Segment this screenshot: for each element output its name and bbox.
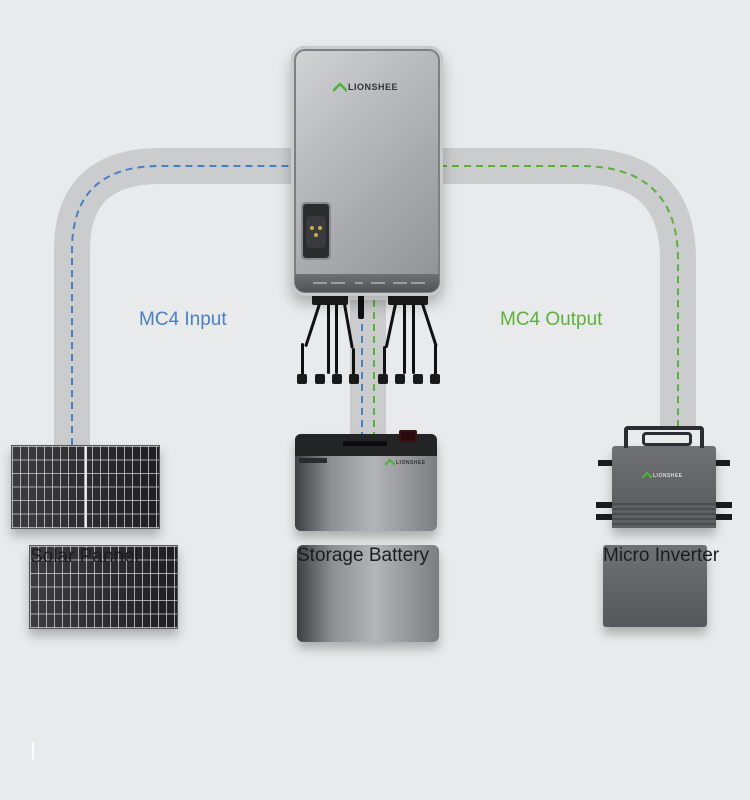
storage-battery-image: LIONSHEE (295, 430, 437, 531)
hub-brand-logo: LIONSHEE (333, 82, 398, 92)
hub-unit: LIONSHEE (291, 46, 443, 296)
mc4-connector (378, 374, 388, 384)
input-dashed-line (71, 165, 300, 445)
solar-panel-image (11, 445, 160, 529)
brand-roof-icon (333, 82, 347, 92)
brand-roof-icon (385, 459, 395, 466)
port-label (331, 282, 345, 284)
storage-battery-caption: Storage Battery (297, 545, 439, 642)
mc4-connector (332, 374, 342, 384)
decorative-mark (32, 742, 34, 760)
micro-brand-logo: LIONSHEE (642, 472, 683, 479)
cable (335, 304, 338, 374)
mc4-output-label: MC4 Output (500, 309, 603, 330)
output-path-band (440, 148, 696, 430)
hub-brand-text: LIONSHEE (348, 82, 399, 92)
battery-tag (299, 458, 327, 463)
dc-connector (716, 514, 732, 520)
mc4-connector (349, 374, 359, 384)
mc4-connector (430, 374, 440, 384)
mc4-connector (297, 374, 307, 384)
right-cable-block (388, 293, 428, 305)
cable (352, 348, 355, 376)
socket-pin (318, 226, 322, 230)
micro-inverter-caption: Micro Inverter (603, 545, 719, 627)
bracket-slot (642, 432, 692, 446)
cable (412, 304, 415, 374)
mounting-bracket (624, 426, 704, 448)
center-cable (358, 293, 364, 319)
output-dashed-line (440, 165, 679, 430)
dc-connector (596, 502, 612, 508)
cable (434, 343, 437, 376)
cable (383, 346, 386, 376)
ac-connector (716, 460, 730, 466)
cable (301, 343, 304, 376)
solar-panel-caption: Solar Pannel (29, 545, 178, 629)
hub-port-strip (295, 274, 439, 292)
battery-brand-text: LIONSHEE (396, 460, 426, 466)
input-path-band (54, 148, 300, 445)
battery-brand-logo: LIONSHEE (385, 459, 426, 466)
micro-inverter-image: LIONSHEE (596, 426, 732, 528)
socket-plug (306, 216, 326, 248)
battery-path-band (350, 300, 386, 435)
mc4-connector (315, 374, 325, 384)
cable (327, 304, 330, 374)
port-label (371, 282, 385, 284)
ac-connector (598, 460, 612, 466)
battery-socket (301, 202, 331, 260)
battery-handle-slot (343, 441, 387, 446)
panel-divider (85, 446, 87, 528)
brand-roof-icon (642, 472, 652, 479)
port-label (313, 282, 327, 284)
port-label (355, 282, 363, 284)
left-cable-block (312, 293, 348, 305)
port-label (411, 282, 425, 284)
mc4-input-label: MC4 Input (139, 309, 227, 330)
mc4-connector (395, 374, 405, 384)
socket-pin (310, 226, 314, 230)
micro-brand-text: LIONSHEE (653, 473, 683, 479)
heat-sink-fins (612, 500, 716, 528)
dc-connector (716, 502, 732, 508)
battery-terminal (399, 430, 417, 442)
mc4-connector (413, 374, 423, 384)
cable (403, 304, 406, 374)
port-label (393, 282, 407, 284)
dc-connector (596, 514, 612, 520)
socket-pin (314, 233, 318, 237)
